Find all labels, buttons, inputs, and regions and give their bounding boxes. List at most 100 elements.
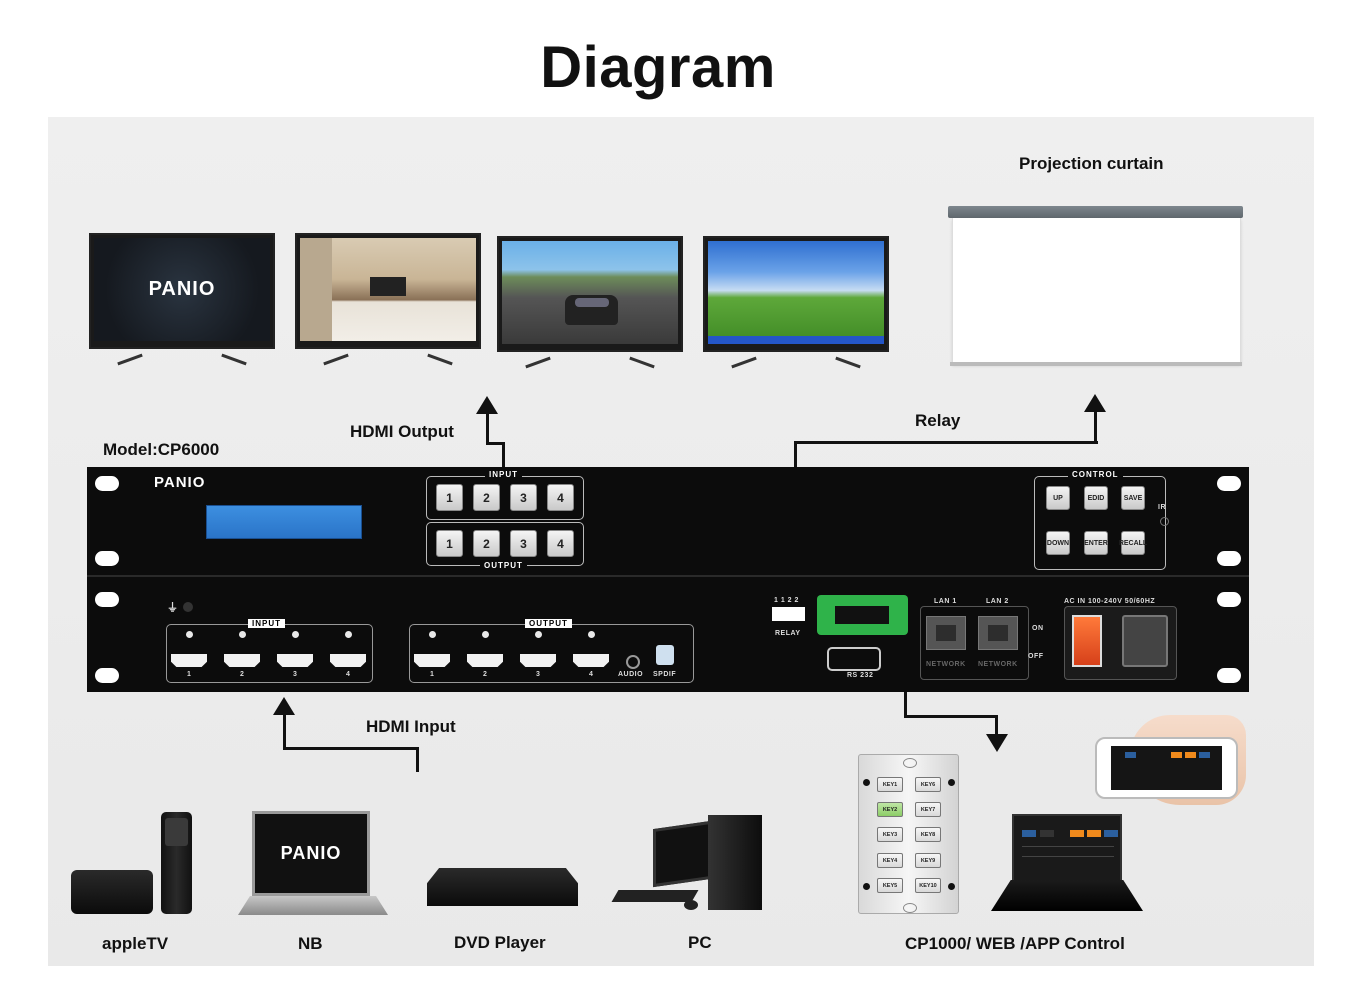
keypad-key-10[interactable]: KEY10 [915,878,941,893]
output-button-1[interactable]: 1 [436,530,463,557]
keypad-key-2[interactable]: KEY2 [877,802,903,817]
audio-jack-icon[interactable] [626,655,640,669]
power-spec-label: AC IN 100-240V 50/60HZ [1064,598,1156,605]
rear-input-group [166,624,373,683]
laptop-base [238,896,388,915]
projection-curtain-label: Projection curtain [1019,154,1164,173]
input-button-3[interactable]: 3 [510,484,537,511]
appletv-label: appleTV [102,934,169,953]
lan2-network-label: NETWORK [978,661,1018,668]
lan1-network-label: NETWORK [926,661,966,668]
input-port-number-4: 4 [346,671,351,678]
relay-pin-label: 1 1 2 2 [774,597,799,604]
ground-screw [183,602,193,612]
model-label: Model:CP6000 [103,440,220,459]
rear-input-title: INPUT [248,619,285,628]
hdmi-input-port-4[interactable] [330,654,366,667]
rs232-terminal-icon[interactable] [817,595,908,635]
down-button[interactable]: DOWN [1046,531,1070,555]
hdmi-input-port-2[interactable] [224,654,260,667]
spdif-port-icon[interactable] [656,645,674,665]
hdmi-output-port-3[interactable] [520,654,556,667]
output-button-3[interactable]: 3 [510,530,537,557]
power-switch[interactable] [1072,615,1102,667]
tv-4 [703,236,889,369]
keypad-key-6[interactable]: KEY6 [915,777,941,792]
ir-label: IR [1158,504,1166,511]
off-label: OFF [1028,653,1044,660]
front-output-title: OUTPUT [480,561,527,570]
hdmi-output-port-1[interactable] [414,654,450,667]
arrow-up-icon [476,396,498,414]
hdmi-output-port-4[interactable] [573,654,609,667]
keypad-key-9[interactable]: KEY9 [915,853,941,868]
edid-button[interactable]: EDID [1084,486,1108,510]
input-port-number-2: 2 [240,671,245,678]
ground-icon: ⏚ [167,602,179,614]
keypad-key-3[interactable]: KEY3 [877,827,903,842]
pc-label: PC [688,933,712,952]
device-brand-logo: PANIO [154,474,206,491]
db9-port-icon[interactable] [827,647,881,671]
dvd-player-label: DVD Player [454,933,546,952]
input-port-number-3: 3 [293,671,298,678]
output-button-4[interactable]: 4 [547,530,574,557]
lan-group [920,606,1029,680]
input-button-4[interactable]: 4 [547,484,574,511]
recall-button[interactable]: RECALL [1119,531,1147,555]
control-title: CONTROL [1068,470,1123,479]
hdmi-output-port-2[interactable] [467,654,503,667]
input-button-2[interactable]: 2 [473,484,500,511]
ir-sensor-icon [1160,517,1169,526]
hdmi-input-port-1[interactable] [171,654,207,667]
tv-brand-logo: PANIO [148,278,216,300]
hdmi-output-label: HDMI Output [350,422,454,441]
arrow-up-icon [273,697,295,715]
dvd-player-icon [427,868,578,906]
relay-terminal-icon[interactable] [772,607,805,621]
lan1-port[interactable] [926,616,966,650]
hdmi-input-port-3[interactable] [277,654,313,667]
rs232-label: RS 232 [847,672,874,679]
output-port-number-4: 4 [589,671,594,678]
web-control-laptop-icon [1012,814,1122,882]
relay-label: Relay [915,411,961,430]
tv-1: PANIO [89,233,275,366]
keypad-key-7[interactable]: KEY7 [915,802,941,817]
output-port-number-3: 3 [536,671,541,678]
lan2-label: LAN 2 [986,598,1009,605]
input-button-1[interactable]: 1 [436,484,463,511]
front-input-title: INPUT [485,470,522,479]
control-label: CP1000/ WEB /APP Control [905,934,1125,953]
keypad-key-5[interactable]: KEY5 [877,878,903,893]
phone-icon [1095,737,1238,799]
lan1-label: LAN 1 [934,598,957,605]
laptop-brand-logo: PANIO [280,843,342,863]
tv-2 [295,233,481,366]
audio-label: AUDIO [618,671,644,678]
lan2-port[interactable] [978,616,1018,650]
appletv-icon [71,870,153,914]
on-label: ON [1032,625,1044,632]
relay-port-label: RELAY [775,630,801,637]
keypad-key-4[interactable]: KEY4 [877,853,903,868]
keypad-key-1[interactable]: KEY1 [877,777,903,792]
remote-icon [161,812,192,914]
page-title: Diagram [540,35,776,100]
projection-screen-icon [948,206,1243,218]
save-button[interactable]: SAVE [1121,486,1145,510]
rear-output-group [409,624,694,683]
projection-screen-surface [952,218,1241,364]
spdif-label: SPDIF [653,671,677,678]
hdmi-input-label: HDMI Input [366,717,456,736]
output-button-2[interactable]: 2 [473,530,500,557]
keypad-key-8[interactable]: KEY8 [915,827,941,842]
power-socket-icon[interactable] [1122,615,1168,667]
enter-button[interactable]: ENTER [1084,531,1108,555]
arrow-down-icon [986,734,1008,752]
arrow-up-icon [1084,394,1106,412]
up-button[interactable]: UP [1046,486,1070,510]
laptop-icon: PANIO [252,811,370,896]
projection-screen-bottom [950,362,1242,366]
input-port-number-1: 1 [187,671,192,678]
